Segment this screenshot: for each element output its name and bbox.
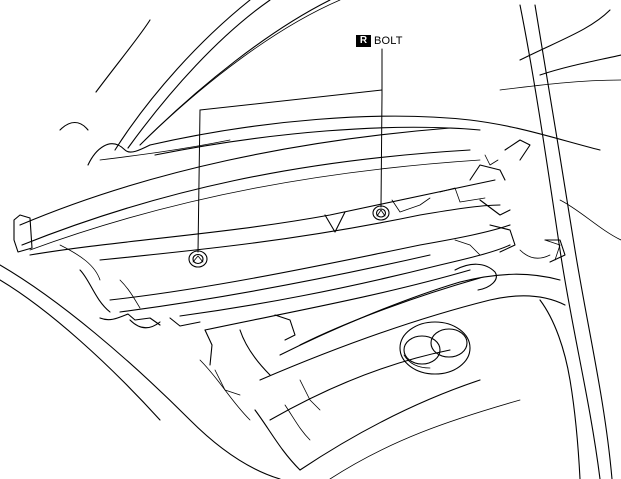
bolt-left bbox=[188, 250, 208, 268]
bolt-right bbox=[372, 205, 390, 221]
engine-cover bbox=[259, 263, 581, 479]
callout-label: BOLT bbox=[374, 35, 403, 47]
callout-leaders bbox=[197, 48, 383, 253]
replace-badge-icon: R bbox=[356, 35, 371, 47]
lower-bay-details bbox=[0, 244, 321, 479]
right-fender bbox=[519, 4, 621, 479]
cowl-top-panel bbox=[13, 139, 531, 331]
bolt-callout: R BOLT bbox=[356, 34, 403, 48]
mid-right-hardware bbox=[454, 224, 566, 263]
hood-curves bbox=[19, 9, 621, 251]
windshield-lines bbox=[59, 0, 341, 166]
